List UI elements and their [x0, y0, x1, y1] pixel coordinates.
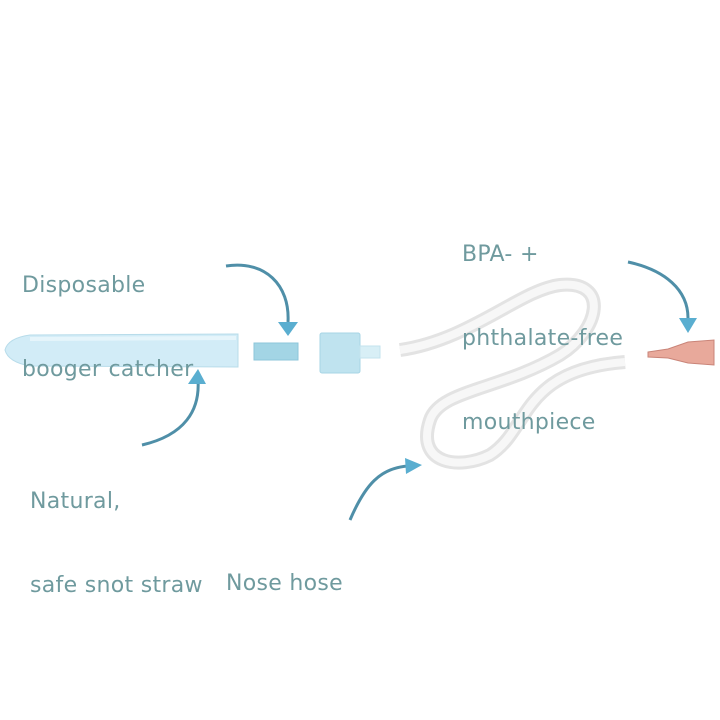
snot-straw	[4, 333, 239, 368]
label-mouthpiece: BPA- + phthalate-free mouthpiece	[462, 242, 624, 435]
label-booger-catcher: Disposable booger catcher	[22, 273, 194, 382]
label-nose-hose: Nose hose	[226, 571, 344, 596]
arrow-nose-hose	[348, 458, 422, 521]
label-snot-straw: Natural, safe snot straw	[30, 489, 203, 598]
arrow-mouthpiece	[627, 260, 697, 333]
arrow-booger-catcher	[225, 263, 298, 336]
connector-cap	[319, 332, 381, 374]
mouthpiece	[647, 339, 715, 366]
booger-catcher	[253, 342, 299, 361]
arrow-snot-straw	[141, 369, 206, 447]
